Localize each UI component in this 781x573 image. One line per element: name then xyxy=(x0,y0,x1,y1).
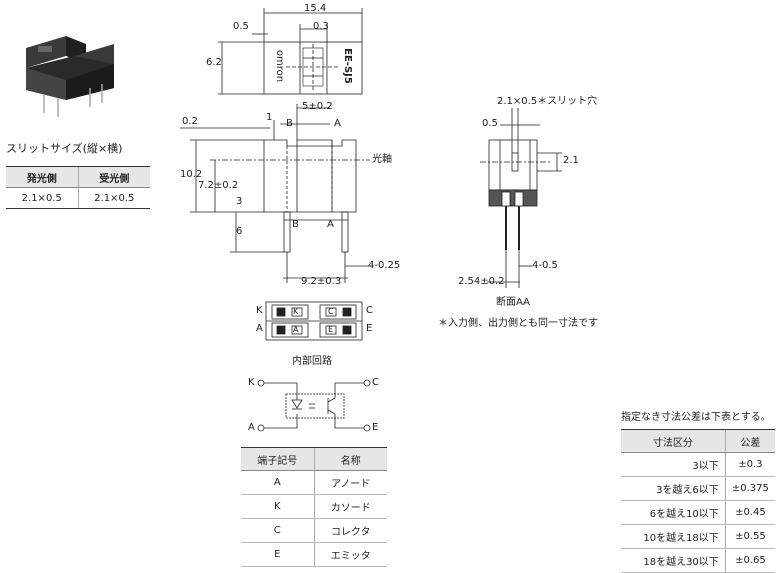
tolerance-range: 10を越え18以下 xyxy=(621,524,726,549)
terminal-header-name: 名称 xyxy=(313,447,387,471)
table-row: 3以下 ±0.3 xyxy=(621,452,775,477)
dimension-drawing xyxy=(180,8,562,432)
dim-10-2: 10.2 xyxy=(180,169,203,180)
slit-value-emitter: 2.1×0.5 xyxy=(6,187,78,209)
tolerance-value: ±0.375 xyxy=(724,476,775,501)
dim-0-5-section: 0.5 xyxy=(482,118,498,129)
table-row: 6を越え10以下 ±0.45 xyxy=(621,500,775,525)
section-view xyxy=(480,108,562,288)
internal-circuit xyxy=(257,379,371,432)
bottom-view xyxy=(265,301,363,341)
tolerance-value: ±0.55 xyxy=(724,524,775,549)
terminal-table: 端子記号 名称 A アノード K カソード C コレクタ E エミッタ xyxy=(241,447,387,567)
table-row: K カソード xyxy=(241,494,387,519)
table-row: 3を越え6以下 ±0.375 xyxy=(621,476,775,501)
bottom-c-inner: C xyxy=(328,307,334,316)
section-note: ＊入力側、出力側とも同一寸法です xyxy=(438,318,598,329)
table-row: E エミッタ xyxy=(241,542,387,567)
top-view xyxy=(218,8,363,95)
tolerance-value: ±0.3 xyxy=(724,452,775,477)
tolerance-header-value: 公差 xyxy=(724,429,775,453)
circuit-title: 内部回路 xyxy=(292,356,332,367)
label-b-bottom: B xyxy=(292,219,299,230)
dim-left: 0.5 xyxy=(233,21,249,32)
label-a-bottom: A xyxy=(327,219,334,230)
tolerance-header-range: 寸法区分 xyxy=(621,429,726,453)
slit-note: 2.1×0.5＊スリット穴 xyxy=(497,96,598,107)
dim-7-2: 7.2±0.2 xyxy=(198,180,239,191)
bottom-e-inner: E xyxy=(328,325,334,334)
tolerance-value: ±0.45 xyxy=(724,500,775,525)
tolerance-value: ±0.65 xyxy=(724,548,775,573)
terminal-symbol: C xyxy=(241,518,314,543)
terminal-name: カソード xyxy=(313,494,387,519)
terminal-name: エミッタ xyxy=(313,542,387,567)
table-row: 10を越え18以下 ±0.55 xyxy=(621,524,775,549)
brand-label: omron xyxy=(274,49,286,83)
bottom-k-inner: K xyxy=(293,307,299,316)
dim-gap: 0.3 xyxy=(313,21,329,32)
tolerance-range: 3以下 xyxy=(621,452,726,477)
dim-9-2: 9.2±0.3 xyxy=(301,276,342,287)
dim-1: 1 xyxy=(266,112,273,123)
dim-5: 5±0.2 xyxy=(302,101,333,112)
slit-header-receiver: 受光側 xyxy=(77,166,150,188)
slit-table: 発光側 受光側 2.1×0.5 2.1×0.5 xyxy=(6,166,150,209)
bottom-a: A xyxy=(256,323,263,334)
optical-axis-label: 光軸 xyxy=(372,154,392,165)
slit-value-receiver: 2.1×0.5 xyxy=(77,187,150,209)
front-view xyxy=(180,104,372,283)
dim-6: 6 xyxy=(236,226,243,237)
terminal-symbol: A xyxy=(241,470,314,495)
circuit-k: K xyxy=(248,377,255,388)
dim-2-1-section: 2.1 xyxy=(563,155,579,166)
terminal-header-symbol: 端子記号 xyxy=(241,447,314,471)
dim-pin-front: 4-0.25 xyxy=(368,260,401,271)
model-label: EE-SJ5 xyxy=(341,48,353,84)
terminal-name: コレクタ xyxy=(313,518,387,543)
circuit-e: E xyxy=(372,422,379,433)
bottom-a-inner: A xyxy=(293,325,299,334)
terminal-symbol: K xyxy=(241,494,314,519)
tolerance-note: 指定なき寸法公差は下表とする。 xyxy=(621,412,771,423)
section-title: 断面AA xyxy=(496,297,530,308)
dim-pin-section: 4-0.5 xyxy=(532,260,558,271)
table-row: A アノード xyxy=(241,470,387,495)
slit-title: スリットサイズ(縦×横) xyxy=(6,142,123,155)
tolerance-table: 寸法区分 公差 3以下 ±0.3 3を越え6以下 ±0.375 6を越え10以下… xyxy=(621,429,775,573)
bottom-k: K xyxy=(256,305,263,316)
terminal-name: アノード xyxy=(313,470,387,495)
tolerance-range: 18を越え30以下 xyxy=(621,548,726,573)
label-b-top: B xyxy=(286,118,293,129)
bottom-c: C xyxy=(366,305,373,316)
dim-0-2: 0.2 xyxy=(182,116,198,127)
circuit-a: A xyxy=(248,422,255,433)
dim-height: 6.2 xyxy=(206,57,222,68)
label-a-top: A xyxy=(334,118,341,129)
dim-2-54: 2.54±0.2 xyxy=(458,276,505,287)
circuit-c: C xyxy=(372,377,379,388)
dim-total: 15.4 xyxy=(304,3,327,14)
tolerance-range: 6を越え10以下 xyxy=(621,500,726,525)
table-row: 18を越え30以下 ±0.65 xyxy=(621,548,775,573)
table-row: C コレクタ xyxy=(241,518,387,543)
tolerance-range: 3を越え6以下 xyxy=(621,476,726,501)
dim-3: 3 xyxy=(236,196,243,207)
bottom-e: E xyxy=(366,323,373,334)
terminal-symbol: E xyxy=(241,542,314,567)
product-photo xyxy=(26,36,114,117)
slit-header-emitter: 発光側 xyxy=(6,166,78,188)
